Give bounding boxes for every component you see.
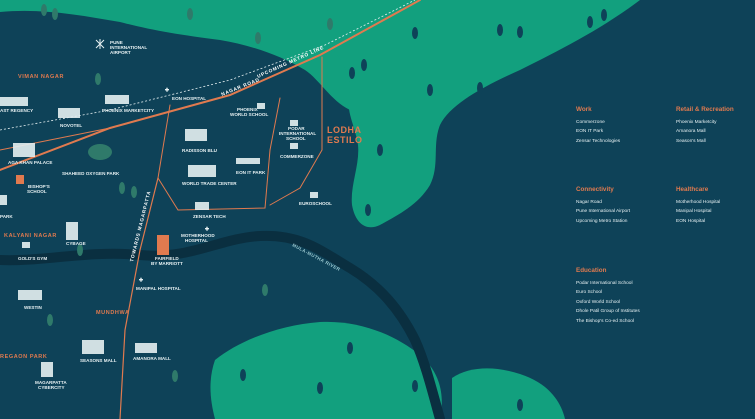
legend-retail-heading: Retail & Recreation	[676, 106, 734, 113]
label-podar-3: SCHOOL	[286, 136, 306, 141]
label-euroschool: EUROSCHOOL	[299, 201, 332, 206]
label-manipal-hospital: MANIPAL HOSPITAL	[136, 286, 181, 291]
area-viman-nagar: VIMAN NAGAR	[18, 74, 64, 80]
label-eon-it-park: EON IT PARK	[236, 170, 266, 175]
building-orange-icons	[16, 175, 169, 255]
legend-connectivity-heading: Connectivity	[576, 186, 614, 193]
road-eon-loop-b	[269, 56, 323, 206]
legend-item: Podar International School	[576, 281, 633, 286]
label-bishops-2: SCHOOL	[27, 189, 47, 194]
area-koregaon-park: REGAON PARK	[0, 354, 47, 360]
label-shaheed-oxygen-park: SHAHEED OXYGEN PARK	[62, 171, 120, 176]
label-commerzone: COMMERZONE	[280, 154, 314, 159]
project-name-line2: ESTILO	[327, 135, 363, 145]
label-eon-hospital: EON HOSPITAL	[172, 96, 206, 101]
label-fairfield-2: BY MARRIOTT	[151, 261, 183, 266]
land-bottom-center	[210, 321, 442, 419]
legend-work-heading: Work	[576, 106, 592, 113]
legend-education: Education Podar International School Eur…	[576, 267, 640, 326]
tree-icons	[41, 4, 333, 382]
label-airport-3: AIRPORT	[110, 50, 131, 55]
label-cybage: CYBAGE	[66, 241, 86, 246]
legend-item: Motherhood Hospital	[676, 200, 721, 205]
legend-healthcare-heading: Healthcare	[676, 186, 709, 193]
label-golds-gym: GOLD'S GYM	[18, 256, 47, 261]
label-magarpatta-1: MAGARPATTA	[35, 380, 67, 385]
label-seasons-mall: SEASONS MALL	[80, 358, 117, 363]
road-magarpatta	[119, 177, 159, 419]
legend-item: Oxford World School	[576, 299, 621, 305]
label-phoenix-marketcity: PHOENIX MARKETCITY	[102, 108, 154, 113]
label-podar-2: INTERNATIONAL	[279, 131, 316, 136]
legend-connectivity: Connectivity Nagar Road Pune Internation…	[576, 186, 630, 226]
legend-item: Amanora Mall	[676, 129, 706, 135]
label-motherhood-2: HOSPITAL	[185, 238, 208, 243]
legend-item: Upcoming Metro Station	[576, 218, 628, 224]
legend-item: The Bishop's Co-ed School	[576, 318, 634, 324]
legend-item: Euro School	[576, 290, 603, 296]
hospital-icon	[139, 87, 209, 282]
legend-item: Zensar Technologies	[576, 138, 621, 144]
legend-healthcare: Healthcare Motherhood Hospital Manipal H…	[676, 186, 720, 226]
legend-item: Phoenix Marketcity	[676, 120, 717, 125]
label-fairfield-1: FAIRFIELD	[155, 256, 179, 261]
road-network	[0, 0, 421, 419]
label-magarpatta-2: CYBERCITY	[38, 385, 65, 390]
label-park: PARK	[0, 214, 13, 219]
label-world-trade-center: WORLD TRADE CENTER	[182, 181, 237, 186]
label-aga-khan-palace: AGA KHAN PALACE	[8, 160, 52, 165]
label-phoenix-school-1: PHOENIX	[237, 107, 259, 112]
label-airport-1: PUNE	[110, 40, 123, 45]
road-nagar-road	[0, 0, 421, 171]
land-bottom-right	[452, 368, 565, 419]
airport-icon	[95, 39, 105, 49]
tree-icons-light	[240, 9, 607, 411]
label-amanora-mall: AMANORA MALL	[133, 356, 171, 361]
area-mundhwa: MUNDHWA	[96, 310, 130, 316]
legend-item: Season's Mall	[676, 138, 706, 144]
label-radisson-blu: RADISSON BLU	[182, 148, 218, 153]
legend-item: Commerzone	[576, 120, 605, 125]
label-westin: WESTIN	[24, 305, 43, 310]
legend-item: Dhole Patil Group of Institutes	[576, 309, 640, 315]
legend-item: Nagar Road	[576, 200, 602, 205]
land-top-right	[326, 0, 640, 228]
label-zensar-tech: ZENSAR TECH	[193, 214, 226, 219]
road-eon-loop-a	[157, 97, 281, 211]
label-airport-regency: AST REGENCY	[0, 108, 33, 113]
legend-item: EON Hospital	[676, 218, 706, 224]
label-novotel: NOVOTEL	[60, 123, 82, 128]
project-name-line1: LODHA	[327, 125, 362, 135]
legend-work: Work Commerzone EON IT Park Zensar Techn…	[576, 106, 620, 146]
land-top-left	[0, 0, 397, 115]
label-podar-1: PODAR	[288, 126, 305, 131]
legend-education-heading: Education	[576, 267, 607, 274]
label-bishops-1: BISHOP'S	[28, 184, 50, 189]
river-mula-mutha	[0, 230, 445, 419]
label-phoenix-school-2: WORLD SCHOOL	[230, 112, 268, 117]
legend-item: Pune International Airport	[576, 209, 631, 215]
building-icons	[0, 95, 318, 377]
label-airport-2: INTERNATIONAL	[110, 45, 147, 50]
legend-item: Manipal Hospital	[676, 209, 712, 215]
area-kalyani-nagar: KALYANI NAGAR	[4, 233, 57, 239]
legend-retail: Retail & Recreation Phoenix Marketcity A…	[676, 106, 734, 146]
oxygen-park-icon	[88, 144, 112, 160]
legend-item: EON IT Park	[576, 129, 604, 135]
label-motherhood-1: MOTHERHOOD	[181, 233, 215, 238]
